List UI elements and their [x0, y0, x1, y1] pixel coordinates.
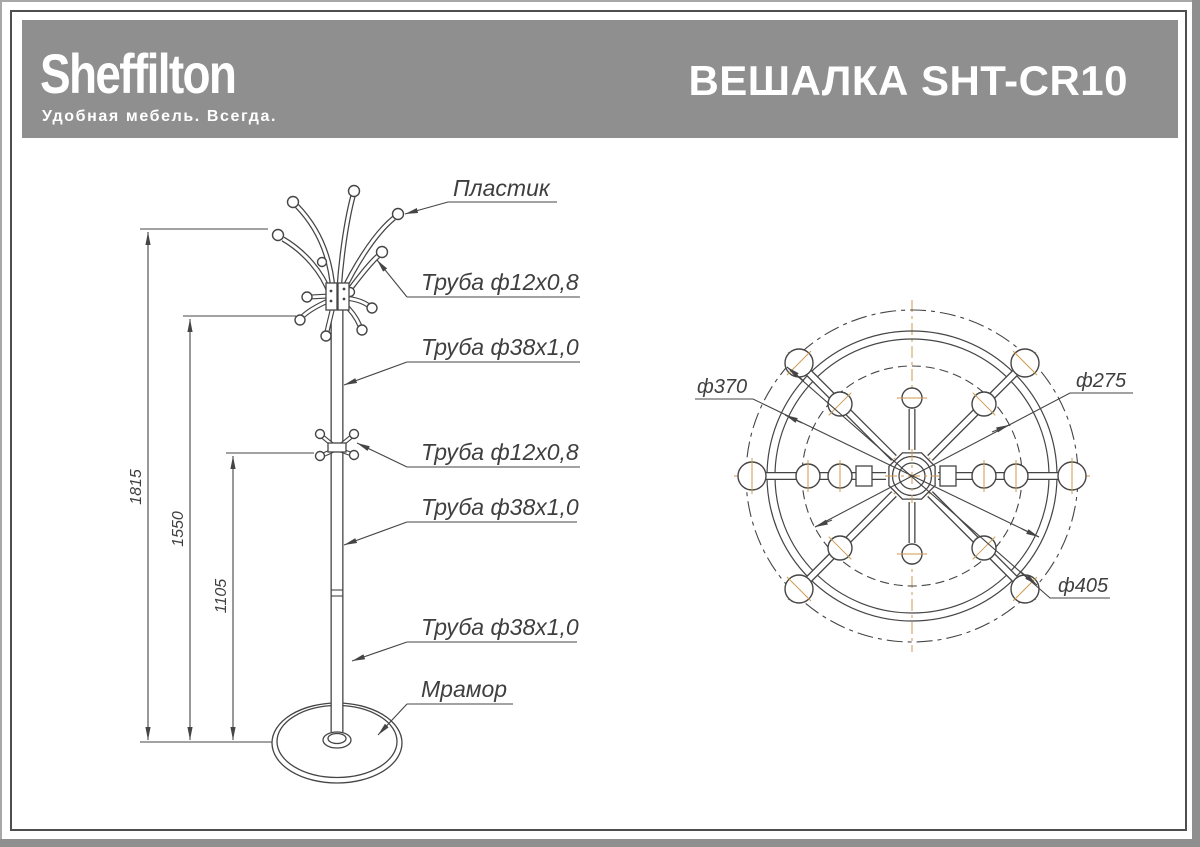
base-hub-inner	[327, 732, 347, 745]
callout-tube12-middle: Труба ф12х0,8	[421, 439, 579, 465]
header-band: Sheffilton Удобная мебель. Всегда. ВЕШАЛ…	[22, 20, 1178, 138]
callout-tube38-lower: Труба ф38х1,0	[421, 614, 579, 640]
dim-1105: 1105	[213, 579, 230, 614]
dim-1550: 1550	[170, 511, 187, 547]
callout-marble: Мрамор	[421, 676, 507, 702]
callout-plastic: Пластик	[453, 175, 551, 201]
callout-tube12-top: Труба ф12х0,8	[421, 269, 579, 295]
dia-370: ф370	[697, 376, 747, 398]
dim-1815: 1815	[128, 469, 145, 505]
hub-bracket-right	[939, 465, 957, 487]
top-view: ф370 ф275 ф405	[695, 300, 1133, 652]
middle-hooks	[314, 428, 360, 462]
dia-405: ф405	[1058, 575, 1109, 597]
page-title: ВЕШАЛКА SHT-CR10	[688, 57, 1128, 104]
front-callout-leaders	[343, 201, 580, 736]
top-hooks	[271, 184, 405, 299]
page-edge-bottom	[0, 839, 1200, 847]
collar-right	[337, 282, 350, 311]
hub-bracket-left	[855, 465, 873, 487]
collar-left	[325, 282, 338, 311]
front-view: Пластик Труба ф12х0,8 Труба ф38х1,0 Труб…	[128, 175, 580, 784]
diameter-dimensions	[695, 366, 1133, 599]
dia-275: ф275	[1076, 370, 1127, 392]
callout-tube38-upper: Труба ф38х1,0	[421, 334, 579, 360]
brand-name: Sheffilton	[40, 42, 237, 105]
page-edge-left	[0, 0, 2, 847]
sheet-frame	[10, 10, 1187, 831]
brand-tagline: Удобная мебель. Всегда.	[42, 108, 278, 125]
ball-centerline-ticks	[751, 350, 1073, 602]
callout-tube38-middle: Труба ф38х1,0	[421, 494, 579, 520]
page-edge-top	[0, 0, 1200, 2]
page-edge-right	[1192, 0, 1200, 847]
